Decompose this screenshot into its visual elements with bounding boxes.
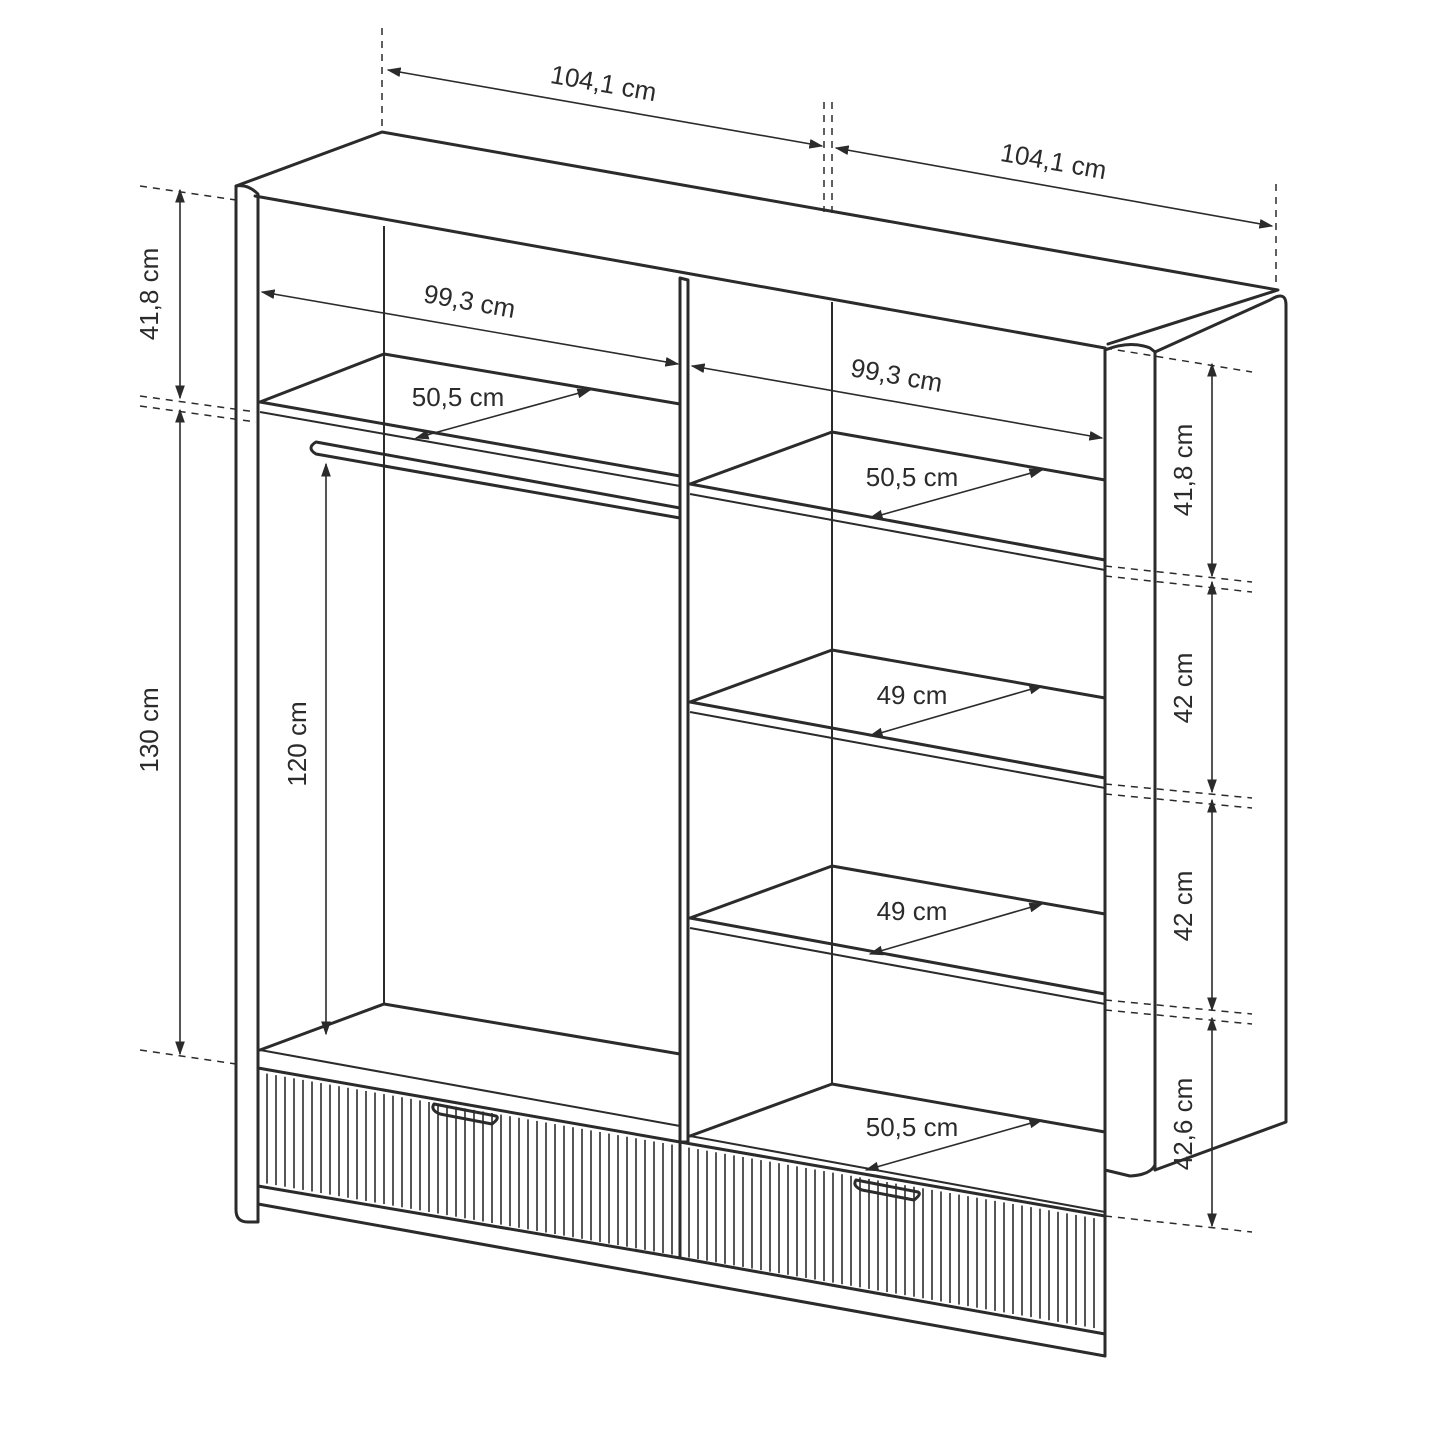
label-height-right-3: 42 cm [1168,871,1198,942]
arrow-depth-left-shelf [414,388,592,440]
arrow-depth-right-3 [868,902,1044,956]
right-shelf-2-lip [689,711,1106,789]
wardrobe-body [234,130,1288,1358]
dimension-labels: 104,1 cm 104,1 cm 99,3 cm 99,3 cm 50,5 c… [134,59,1198,1170]
left-top-shelf-front [258,400,682,478]
right-drawer-handle [853,1178,921,1202]
label-depth-right-3: 49 cm [877,896,948,926]
right-floor-back [688,1082,1107,1138]
right-side-panel-front [1103,343,1157,1178]
left-side-panel [234,184,260,1224]
center-divider [678,276,690,1144]
top-panel-front-edge [253,194,1107,350]
right-shelf-1-front [688,482,1107,562]
label-inner-width-right: 99,3 cm [848,352,944,398]
right-shelf-2-back [688,648,1107,704]
arrow-inner-width-left [260,289,680,367]
left-drawer-handle [431,1102,499,1126]
arrow-top-width-left [386,67,824,149]
hanging-rail [309,440,682,520]
right-floor-front [689,1135,1106,1213]
plinth-front [256,1184,1107,1358]
label-depth-right-bottom: 50,5 cm [866,1112,959,1142]
label-top-width-right: 104,1 cm [998,137,1109,185]
label-top-width-left: 104,1 cm [548,59,659,107]
right-shelves [688,430,1107,1213]
right-shelf-1-lip [689,493,1106,571]
label-height-right-1: 41,8 cm [1168,424,1198,517]
right-shelf-3-back [688,864,1107,920]
right-shelf-3-front [688,916,1107,996]
label-height-hanging: 120 cm [282,701,312,786]
right-shelf-3-lip [689,927,1106,1005]
arrow-depth-right-1 [868,468,1044,520]
left-floor-front [259,1049,681,1127]
label-inner-width-left: 99,3 cm [421,278,517,324]
left-top-shelf-lip [259,411,681,487]
label-depth-right-1: 50,5 cm [866,462,959,492]
left-floor-back [258,1002,682,1056]
arrow-depth-right-2 [868,684,1044,738]
label-depth-right-2: 49 cm [877,680,948,710]
dimension-arrows [175,67,1274,1228]
arrow-inner-width-right [690,363,1104,441]
label-height-right-2: 42 cm [1168,653,1198,724]
arrow-top-width-right [834,145,1274,229]
label-height-left-main: 130 cm [134,687,164,772]
right-side-panel-outer [1153,294,1288,1172]
arrow-depth-right-bottom [864,1118,1044,1172]
label-height-left-top: 41,8 cm [134,248,164,341]
right-shelf-2-front [688,700,1107,780]
label-depth-left-shelf: 50,5 cm [412,382,505,412]
extension-lines [139,28,1277,1233]
label-height-right-4: 42,6 cm [1168,1078,1198,1171]
drawer-flutes [266,1073,1095,1329]
top-panel [234,130,1280,346]
